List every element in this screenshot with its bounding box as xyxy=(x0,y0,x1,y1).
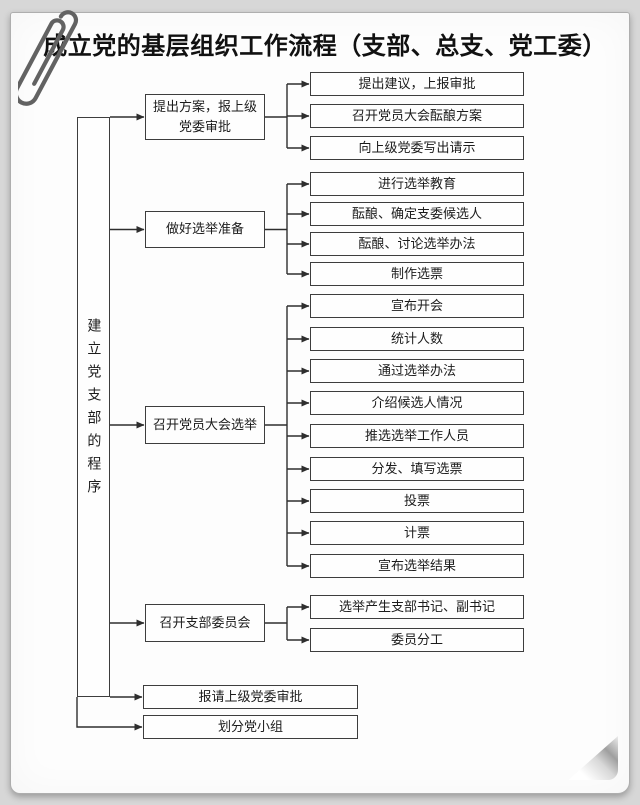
substep-box-3-1: 宣布开会 xyxy=(310,294,524,318)
substep-box-3-6: 分发、填写选票 xyxy=(310,457,524,481)
substep-box-3-7: 投票 xyxy=(310,489,524,513)
substep-box-3-8: 计票 xyxy=(310,521,524,545)
final-step-box-2: 划分党小组 xyxy=(143,715,358,739)
process-label-box: 建立党支部的程序 xyxy=(77,117,110,697)
stage-box-4: 召开支部委员会 xyxy=(145,604,265,642)
substep-box-4-1: 选举产生支部书记、副书记 xyxy=(310,595,524,619)
stage-box-1: 提出方案，报上级党委审批 xyxy=(145,94,265,140)
substep-box-3-4: 介绍候选人情况 xyxy=(310,391,524,415)
substep-box-4-2: 委员分工 xyxy=(310,628,524,652)
substep-box-2-2: 酝酿、确定支委候选人 xyxy=(310,202,524,226)
substep-box-2-1: 进行选举教育 xyxy=(310,172,524,196)
substep-box-2-4: 制作选票 xyxy=(310,262,524,286)
paperclip-icon xyxy=(18,10,79,106)
final-step-box-1: 报请上级党委审批 xyxy=(143,685,358,709)
substep-box-1-2: 召开党员大会酝酿方案 xyxy=(310,104,524,128)
substep-box-3-3: 通过选举办法 xyxy=(310,359,524,383)
substep-box-1-3: 向上级党委写出请示 xyxy=(310,136,524,160)
stage-box-2: 做好选举准备 xyxy=(145,211,265,248)
substep-box-2-3: 酝酿、讨论选举办法 xyxy=(310,232,524,256)
substep-box-3-5: 推选选举工作人员 xyxy=(310,424,524,448)
substep-box-1-1: 提出建议，上报审批 xyxy=(310,72,524,96)
substep-box-3-2: 统计人数 xyxy=(310,327,524,351)
page-title: 成立党的基层组织工作流程（支部、总支、党工委） xyxy=(43,34,607,60)
page-curl xyxy=(568,736,618,780)
stage-box-3: 召开党员大会选举 xyxy=(145,406,265,444)
substep-box-3-9: 宣布选举结果 xyxy=(310,554,524,578)
